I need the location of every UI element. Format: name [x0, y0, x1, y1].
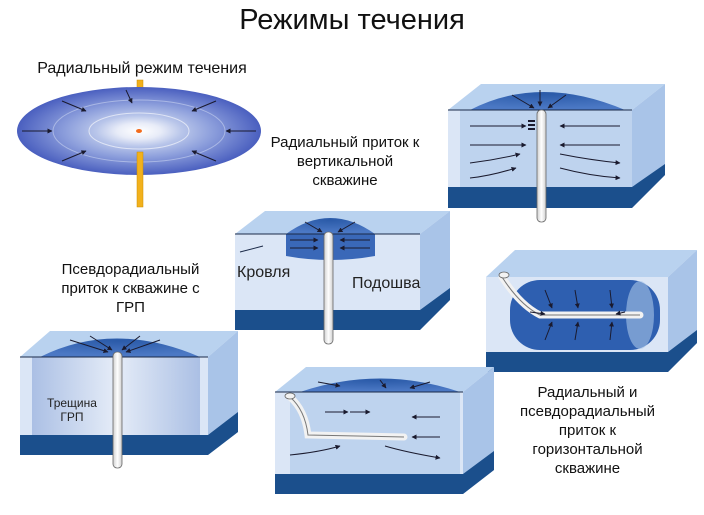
block-horizontal-well-bottom — [275, 367, 494, 494]
vertical-well-pipe — [536, 109, 547, 223]
block-center — [235, 211, 450, 345]
center-well-pipe — [323, 231, 334, 345]
floor-label: Подошва — [352, 275, 421, 292]
block-horizontal-well-right — [486, 250, 697, 372]
roof-label: Кровля — [237, 264, 291, 281]
radial-pseudoradial-horizontal-label: Радиальный и псевдорадиальный приток к г… — [519, 384, 656, 477]
fracture-label: Трещина ГРП — [47, 396, 97, 424]
radial-disc-figure — [17, 79, 261, 208]
pseudoradial-frac-label: Псевдорадиальный приток к скважине с ГРП — [61, 261, 200, 316]
radial-regime-label: Радиальный режим течения — [37, 60, 247, 77]
page-title: Режимы течения — [239, 4, 465, 36]
block-vertical-well — [448, 84, 665, 223]
fracture-well-pipe — [112, 351, 123, 469]
radial-vertical-label: Радиальный приток к вертикальной скважин… — [270, 134, 420, 189]
well-center — [136, 129, 142, 133]
block-fracture — [20, 331, 238, 469]
radial-arrows — [22, 89, 256, 162]
yellow-well-lower — [136, 151, 144, 208]
